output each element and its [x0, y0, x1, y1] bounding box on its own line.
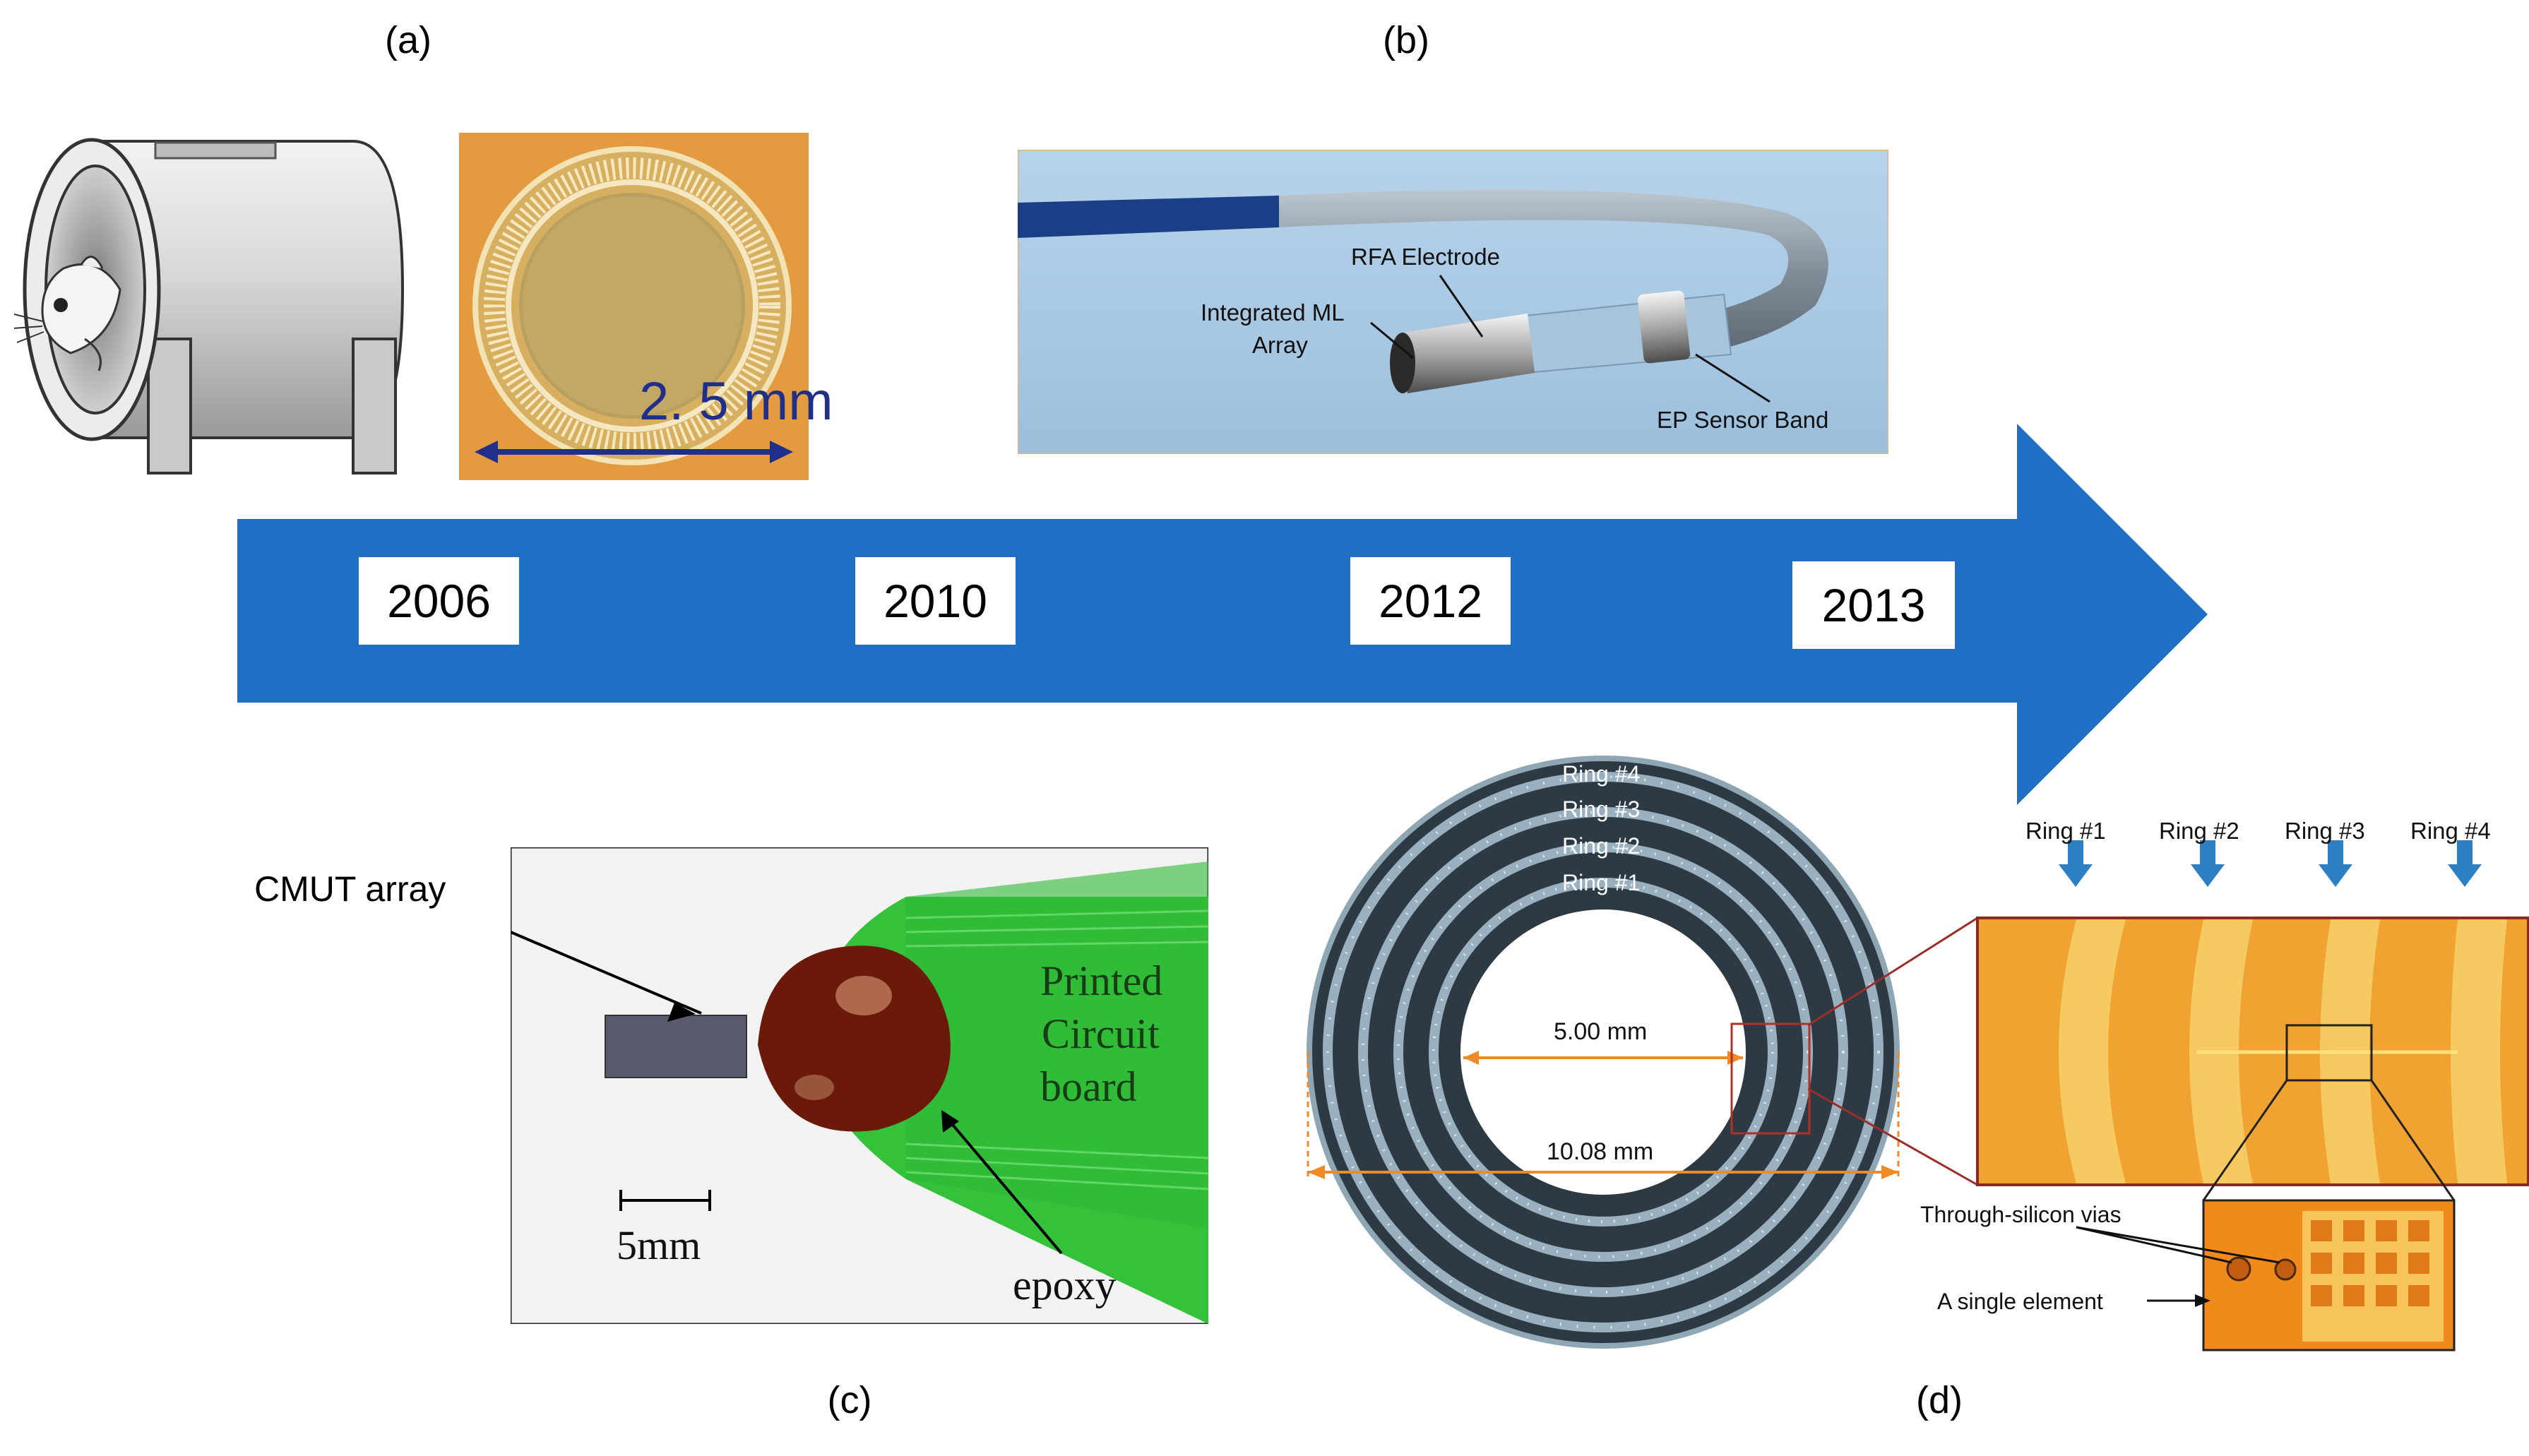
catheter-photo [1018, 150, 1888, 454]
cmut-pcb-photo [511, 847, 1208, 1324]
ring2-label: Ring #2 [1562, 833, 1641, 859]
epoxy-label: epoxy [1013, 1262, 1117, 1308]
zoom-ring2-label: Ring #2 [2159, 818, 2239, 844]
pcb-label-line1: Printed [1040, 957, 1163, 1004]
ring-array-wafer [1307, 756, 1900, 1349]
panel-label-b: (b) [1383, 19, 1429, 61]
timeline-arrow [237, 424, 2208, 805]
panel-label-c: (c) [827, 1379, 872, 1421]
through-silicon-vias-label: Through-silicon vias [1920, 1202, 2122, 1227]
ring4-label: Ring #4 [1562, 761, 1641, 787]
scanner-illustration [14, 138, 405, 475]
year-label-2012: 2012 [1350, 557, 1511, 645]
year-label-2010: 2010 [855, 557, 1016, 645]
inner-diameter-label: 5.00 mm [1554, 1018, 1648, 1045]
cmut-array-label: CMUT array [254, 869, 446, 909]
outer-diameter-label: 10.08 mm [1547, 1138, 1654, 1165]
year-label-2006: 2006 [359, 557, 519, 645]
ep-sensor-band-label: EP Sensor Band [1657, 407, 1829, 433]
ring-zoom-photo [1808, 840, 2529, 1351]
zoom-ring4-label: Ring #4 [2410, 818, 2491, 844]
integrated-ml-label-line1: Integrated ML [1201, 299, 1345, 326]
year-label-2013: 2013 [1792, 561, 1955, 649]
single-element-label: A single element [1937, 1289, 2103, 1314]
panel-label-d: (d) [1916, 1379, 1963, 1421]
chip-scale-label: 2. 5 mm [639, 371, 833, 431]
scale-bar-label: 5mm [617, 1222, 701, 1268]
ring1-label: Ring #1 [1562, 870, 1641, 895]
pcb-label-line3: board [1040, 1063, 1137, 1110]
zoom-ring3-label: Ring #3 [2285, 818, 2365, 844]
integrated-ml-label-line2: Array [1252, 332, 1308, 358]
pcb-label-line2: Circuit [1042, 1010, 1160, 1057]
zoom-ring1-label: Ring #1 [2025, 818, 2106, 844]
rfa-electrode-label: RFA Electrode [1351, 244, 1500, 270]
panel-label-a: (a) [385, 19, 432, 61]
ring3-label: Ring #3 [1562, 796, 1641, 822]
ring-array-chip-photo [459, 133, 809, 480]
